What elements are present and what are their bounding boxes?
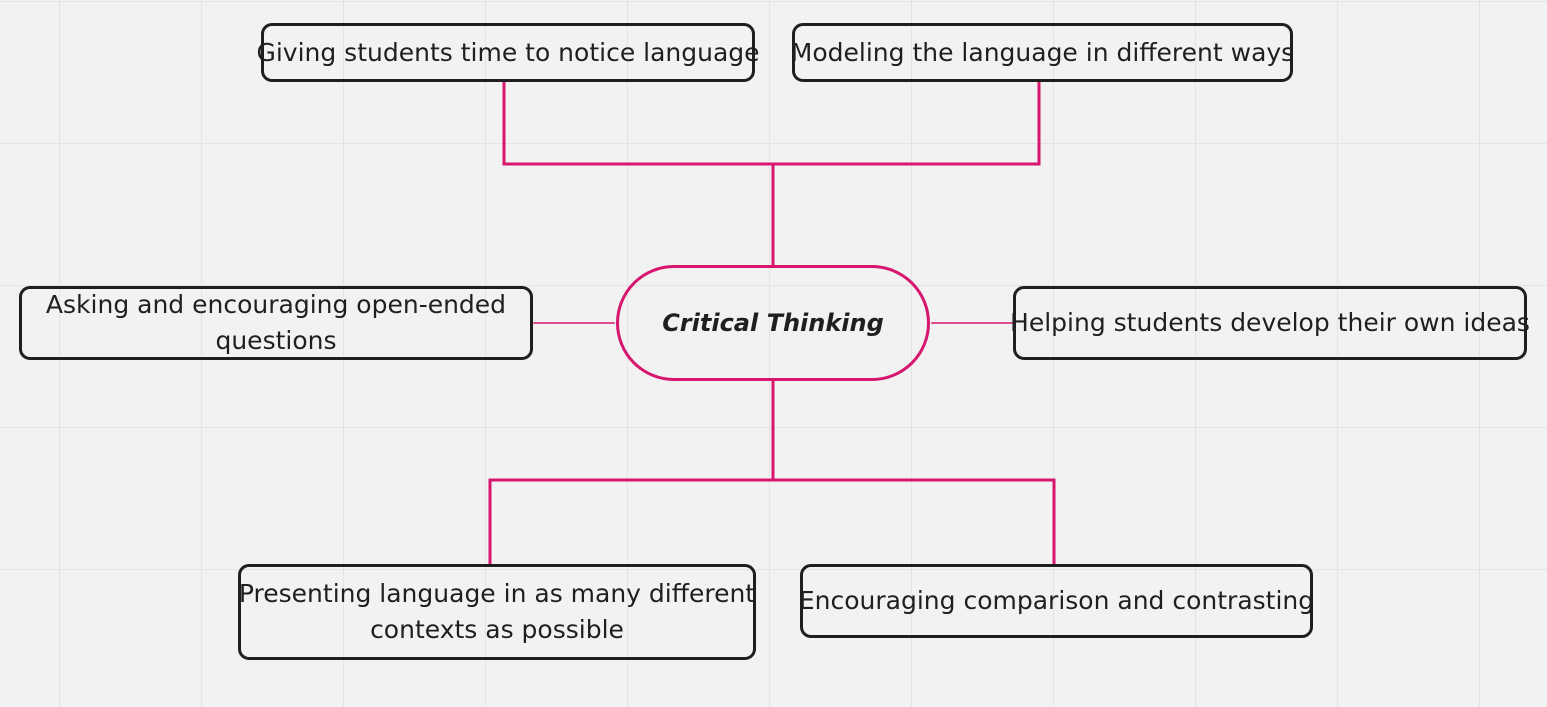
branch-node-bottom-left[interactable]: Presenting language in as many different…	[238, 564, 756, 660]
branch-label-left-line2: questions	[215, 326, 337, 355]
branch-label-bottom-right: Encouraging comparison and contrasting	[798, 586, 1315, 615]
branch-label-right: Helping students develop their own ideas	[1010, 308, 1530, 337]
branch-node-bottom-right[interactable]: Encouraging comparison and contrasting	[798, 564, 1315, 638]
branch-label-top-left: Giving students time to notice language	[256, 37, 760, 67]
branch-node-top-left[interactable]: Giving students time to notice language	[256, 23, 760, 82]
branch-label-bottom-left-line2: contexts as possible	[370, 615, 624, 644]
central-topic-label: Critical Thinking	[662, 309, 884, 337]
central-topic-node[interactable]: Critical Thinking	[616, 265, 930, 381]
branch-label-bottom-left-line1: Presenting language in as many different	[238, 579, 756, 608]
branch-label-top-right: Modeling the language in different ways	[790, 37, 1295, 67]
branch-node-left[interactable]: Asking and encouraging open-ended questi…	[19, 286, 533, 360]
branch-node-right[interactable]: Helping students develop their own ideas	[1010, 286, 1530, 360]
branch-node-top-right[interactable]: Modeling the language in different ways	[790, 23, 1295, 82]
branch-label-left-line1: Asking and encouraging open-ended	[45, 290, 507, 319]
